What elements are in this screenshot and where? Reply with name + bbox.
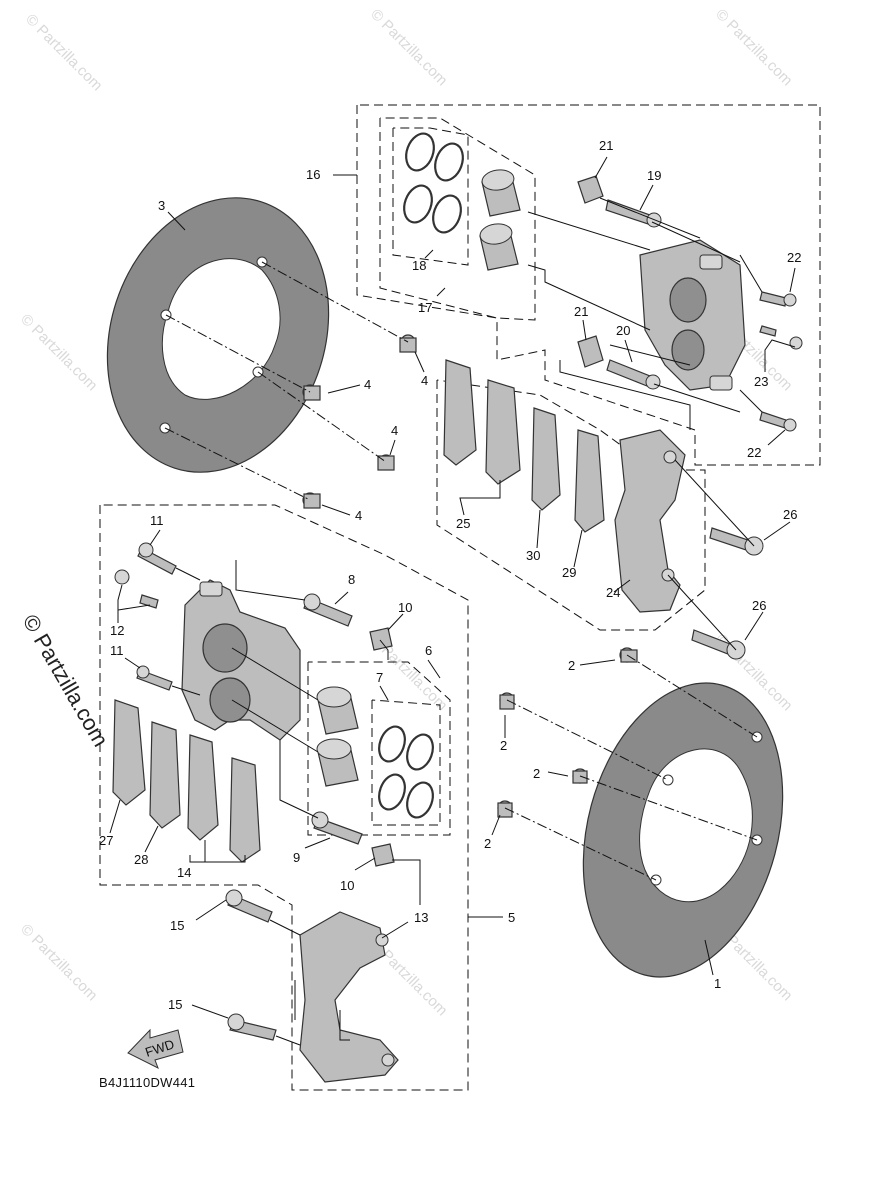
watermark-tile: © Partzilla.com — [712, 6, 795, 89]
disc-center-cutout — [161, 258, 281, 400]
callout-23: 23 — [754, 374, 768, 389]
callout-18: 18 — [412, 258, 426, 273]
brake-pads-lower — [112, 699, 261, 863]
watermark-main: © Partzilla.com — [18, 610, 114, 751]
callout-8: 8 — [348, 572, 355, 587]
watermark-tile: © Partzilla.com — [17, 921, 100, 1004]
outline-18 — [392, 127, 469, 266]
group-outlines — [99, 104, 821, 1091]
callout-14: 14 — [177, 865, 191, 880]
callout-22: 22 — [747, 445, 761, 460]
outline-17 — [379, 117, 536, 321]
caliper-upper — [639, 239, 746, 391]
callout-4: 4 — [421, 373, 428, 388]
callout-5: 5 — [508, 910, 515, 925]
callout-21: 21 — [574, 304, 588, 319]
callout-19: 19 — [647, 168, 661, 183]
callout-17: 17 — [418, 300, 432, 315]
diagram-code: B4J1110DW441 — [99, 1075, 195, 1090]
callout-6: 6 — [425, 643, 432, 658]
outline-pads-upper — [436, 379, 706, 631]
brake-pads-upper — [443, 359, 605, 533]
caliper-bracket-24 — [614, 429, 686, 613]
callout-2: 2 — [568, 658, 575, 673]
callout-labels: 1 2 2 2 2 3 4 4 4 4 5 6 7 8 9 10 10 11 1… — [99, 138, 801, 1012]
callout-2: 2 — [533, 766, 540, 781]
seal-rings-18 — [403, 132, 464, 234]
callout-20: 20 — [616, 323, 630, 338]
watermark-tile: © Partzilla.com — [17, 311, 100, 394]
callout-29: 29 — [562, 565, 576, 580]
callout-4: 4 — [364, 377, 371, 392]
assembly-lines — [171, 197, 763, 1046]
alignment-lines — [164, 261, 758, 881]
forward-arrow-icon: FWD — [127, 1028, 184, 1070]
callout-1: 1 — [714, 976, 721, 991]
callout-9: 9 — [293, 850, 300, 865]
caliper-bracket-13 — [299, 911, 399, 1083]
callout-26: 26 — [783, 507, 797, 522]
callout-13: 13 — [414, 910, 428, 925]
caliper-lower — [181, 579, 301, 741]
pistons-lower — [316, 686, 359, 787]
callout-15: 15 — [168, 997, 182, 1012]
callout-26: 26 — [752, 598, 766, 613]
callout-21: 21 — [599, 138, 613, 153]
callout-11: 11 — [150, 513, 164, 528]
callout-2: 2 — [484, 836, 491, 851]
callout-2: 2 — [500, 738, 507, 753]
callout-4: 4 — [355, 508, 362, 523]
bolts-lower — [114, 542, 395, 1041]
bolts-upper — [605, 199, 803, 432]
callout-3: 3 — [158, 198, 165, 213]
callout-11: 11 — [110, 643, 124, 658]
callout-10: 10 — [398, 600, 412, 615]
outline-5 — [99, 504, 469, 1091]
callout-28: 28 — [134, 852, 148, 867]
pistons-upper — [479, 169, 521, 271]
callout-12: 12 — [110, 623, 124, 638]
watermark-tile: © Partzilla.com — [367, 6, 450, 89]
callout-15: 15 — [170, 918, 184, 933]
callout-7: 7 — [376, 670, 383, 685]
callout-24: 24 — [606, 585, 620, 600]
disc-center-cutout — [639, 748, 753, 903]
callout-25: 25 — [456, 516, 470, 531]
callout-22: 22 — [787, 250, 801, 265]
brake-disc-3 — [106, 197, 330, 473]
callout-27: 27 — [99, 833, 113, 848]
callout-30: 30 — [526, 548, 540, 563]
outline-16 — [356, 104, 821, 466]
brake-disc-1 — [582, 682, 784, 978]
callout-4: 4 — [391, 423, 398, 438]
leader-lines — [109, 156, 796, 1019]
watermark-tile: © Partzilla.com — [22, 11, 105, 94]
outline-6 — [307, 661, 451, 836]
callout-10: 10 — [340, 878, 354, 893]
dust-boots-21 — [577, 175, 604, 368]
disc-bolts-4 — [302, 334, 417, 509]
callout-16: 16 — [306, 167, 320, 182]
seal-rings-7 — [378, 725, 434, 819]
